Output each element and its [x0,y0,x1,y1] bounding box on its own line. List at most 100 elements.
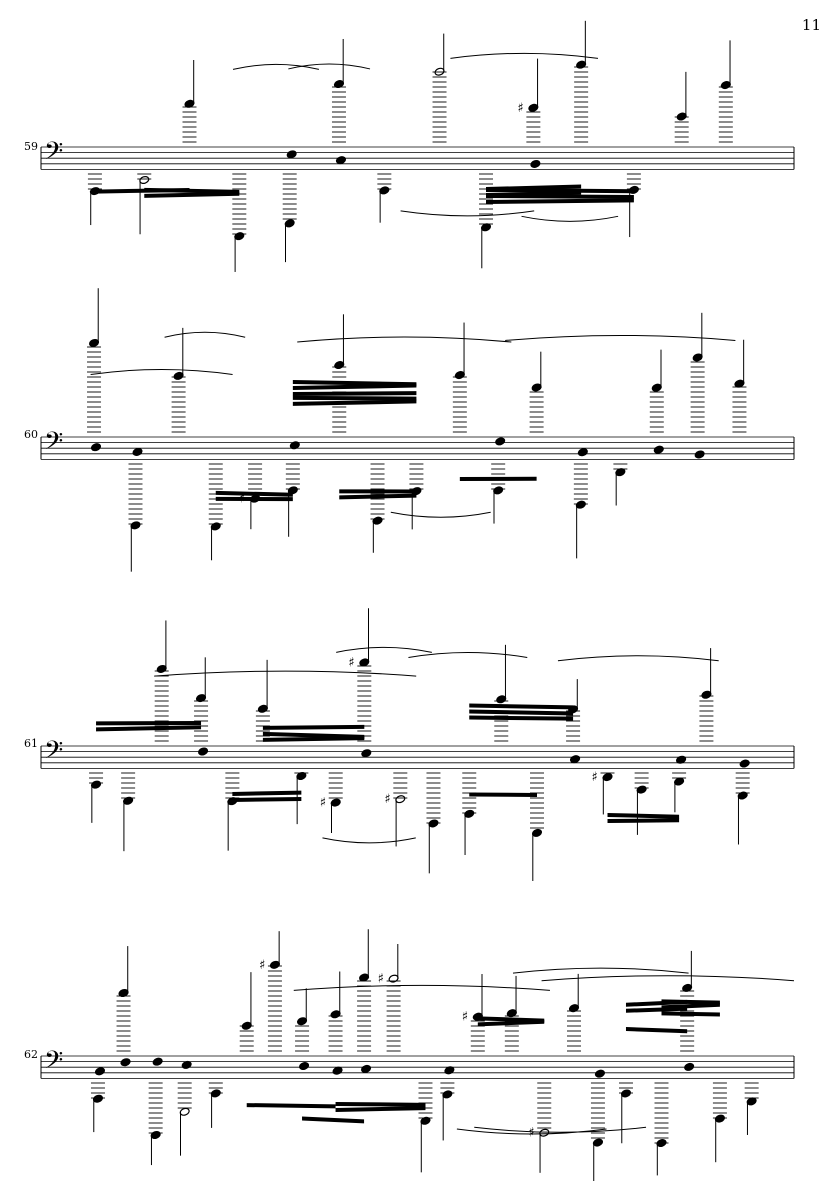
notehead [530,159,541,168]
notehead [132,447,143,456]
bass-clef-icon: 𝄢 [44,736,63,771]
beam [292,395,417,401]
beam [96,721,202,726]
tie [288,63,371,70]
notehead [335,156,347,165]
tie [456,1128,607,1135]
beam [477,1019,545,1027]
beam [335,1101,426,1107]
tie [232,63,320,70]
notehead [361,1064,372,1073]
tie [474,1126,647,1133]
sharp-accidental: ♯ [259,958,265,973]
notehead [332,1066,343,1075]
beam [215,496,293,502]
system-62: 𝄢 ♯ ♯ ♯ ♯ [40,929,795,1181]
beam [339,489,417,494]
measure-number-60: 60 [24,428,38,441]
beam [469,715,574,721]
tie [322,837,416,844]
tie [541,975,795,982]
beam [607,818,680,823]
beam [661,1011,720,1017]
beam [215,490,293,497]
beam [144,191,240,198]
beam [607,812,680,819]
tie [521,215,619,222]
page-number: 11 [801,16,821,34]
notehead [120,1058,131,1067]
notehead [684,1062,695,1071]
sharp-accidental: ♯ [378,972,384,987]
notehead [577,448,588,457]
notehead [289,441,300,450]
beam [469,792,538,797]
beam [625,1006,688,1013]
notehead [181,1060,192,1069]
system-60: 𝄢♯ [40,288,795,572]
bass-clef-icon: 𝄢 [44,137,63,172]
tie [297,336,512,343]
beam [292,383,417,391]
beam [486,184,582,192]
sharp-accidental: ♯ [384,792,390,807]
beam [96,725,202,732]
system-59: 𝄢♯ [40,20,795,272]
tie [164,331,246,338]
notehead [286,150,297,159]
tie [505,334,736,341]
tie [336,646,432,653]
notehead [694,450,705,459]
notehead [361,749,372,758]
notehead [739,759,750,768]
sharp-accidental: ♯ [517,101,523,116]
system-61: 𝄢 ♯ ♯ ♯ ♯ [40,608,795,881]
beam [335,1106,426,1112]
sharp-accidental: ♯ [528,1126,534,1141]
beam [246,1103,336,1109]
notehead [495,437,506,446]
tie [90,368,233,375]
notehead [90,443,102,452]
beam [459,476,537,482]
notehead [197,747,209,756]
sharp-accidental: ♯ [348,655,354,670]
beam [469,709,574,716]
beam [262,736,365,742]
beam [469,703,574,710]
beam [292,399,417,406]
notehead [676,755,687,764]
notehead [653,445,664,454]
tie [400,210,535,217]
beam [232,790,302,796]
bass-clef-icon: 𝄢 [44,427,63,462]
sharp-accidental: ♯ [320,796,326,811]
tie [450,52,599,59]
beam [486,198,634,204]
tie [408,652,528,658]
beam [339,493,417,500]
beam [625,999,688,1007]
beam [292,391,417,397]
measure-number-62: 62 [24,1048,38,1061]
tie [390,511,491,518]
bass-clef-icon: 𝄢 [44,1046,63,1081]
beam [486,190,582,198]
tie [512,967,689,974]
beam [625,1027,688,1034]
notehead [94,1067,106,1076]
sharp-accidental: ♯ [592,770,598,785]
notehead [570,755,581,764]
tie [557,655,719,662]
beam [232,796,302,802]
notehead [444,1066,455,1075]
sharp-accidental: ♯ [462,1010,468,1025]
beam [302,1116,365,1124]
notehead [594,1069,606,1078]
beam [262,724,365,730]
notehead [298,1062,310,1071]
tie [293,984,550,991]
beam [94,187,190,194]
notehead [152,1057,163,1066]
